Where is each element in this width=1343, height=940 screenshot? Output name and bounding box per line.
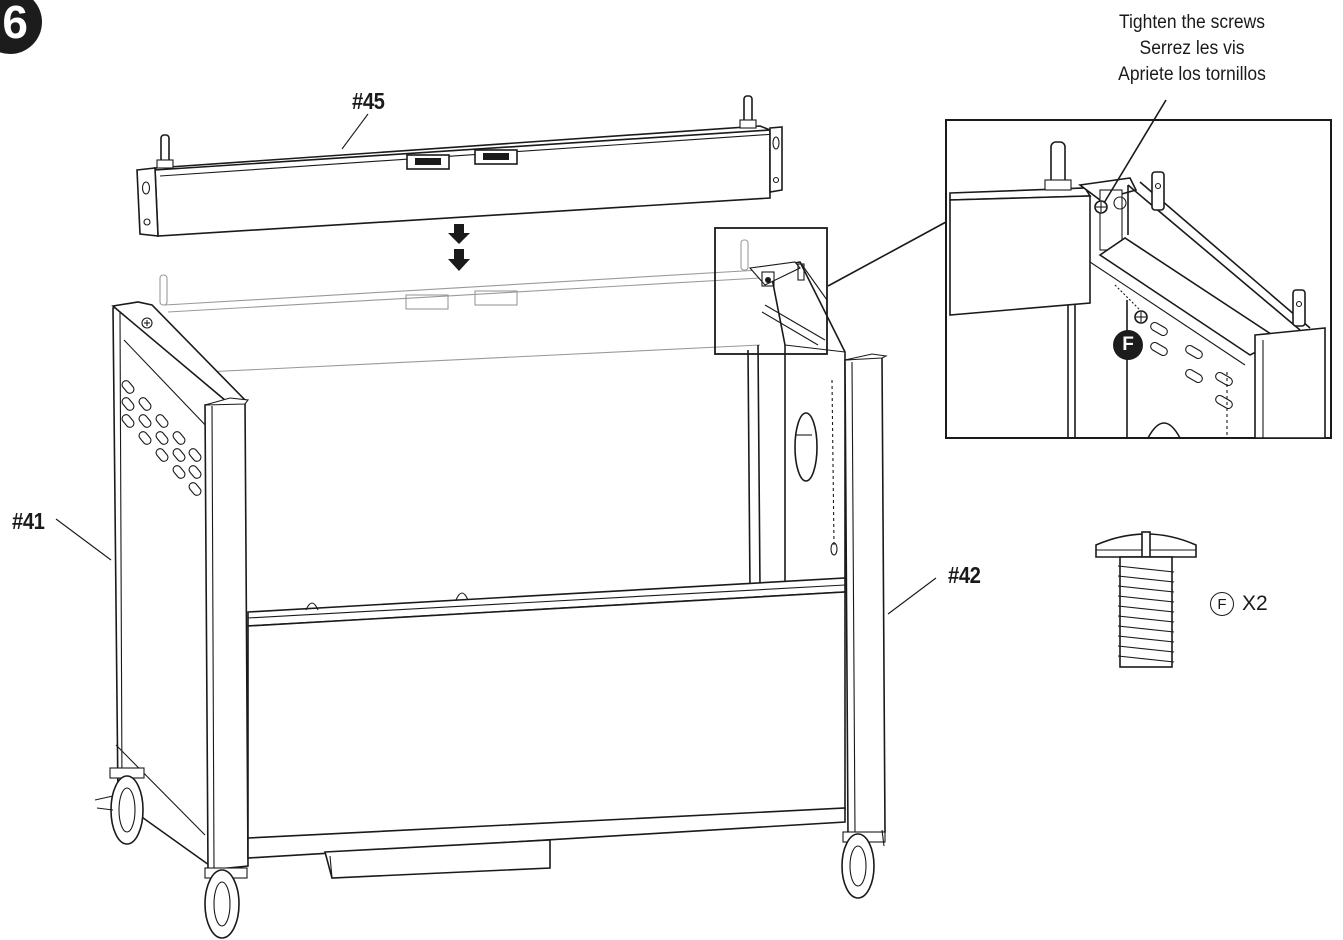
hardware-letter-circle: F <box>1210 592 1234 616</box>
detail-inset <box>945 99 1332 439</box>
crossbar-45-drawing <box>136 95 783 237</box>
part-label-41: #41 <box>12 508 45 535</box>
detail-source-box <box>714 221 947 355</box>
cart-body <box>94 261 888 939</box>
part-label-45: #45 <box>352 88 385 115</box>
screw-f-drawing <box>1095 531 1197 668</box>
callout-line-en: Tighten the screws <box>1118 12 1266 33</box>
hardware-marker-letter: F <box>1122 334 1134 355</box>
down-arrows <box>448 224 470 271</box>
step-number: 6 <box>2 0 28 48</box>
part-label-42: #42 <box>948 562 981 589</box>
part-label-45-text: #45 <box>352 88 385 114</box>
part-label-41-text: #41 <box>12 508 45 534</box>
leader-41 <box>55 518 112 561</box>
hardware-marker-f: F <box>1113 330 1143 360</box>
part-label-42-text: #42 <box>948 562 981 588</box>
callout-line-es: Apriete los tornillos <box>1118 64 1266 85</box>
hardware-quantity: F X2 <box>1210 592 1268 616</box>
hardware-letter: F <box>1217 595 1227 613</box>
tighten-screws-callout: Tighten the screws Serrez les vis Apriet… <box>1082 10 1303 88</box>
step-number-badge: 6 <box>0 0 42 54</box>
callout-line-fr: Serrez les vis <box>1139 38 1245 59</box>
hardware-count: X2 <box>1242 592 1268 615</box>
crossbar-ghost-position <box>159 239 761 373</box>
leader-42 <box>887 577 937 615</box>
